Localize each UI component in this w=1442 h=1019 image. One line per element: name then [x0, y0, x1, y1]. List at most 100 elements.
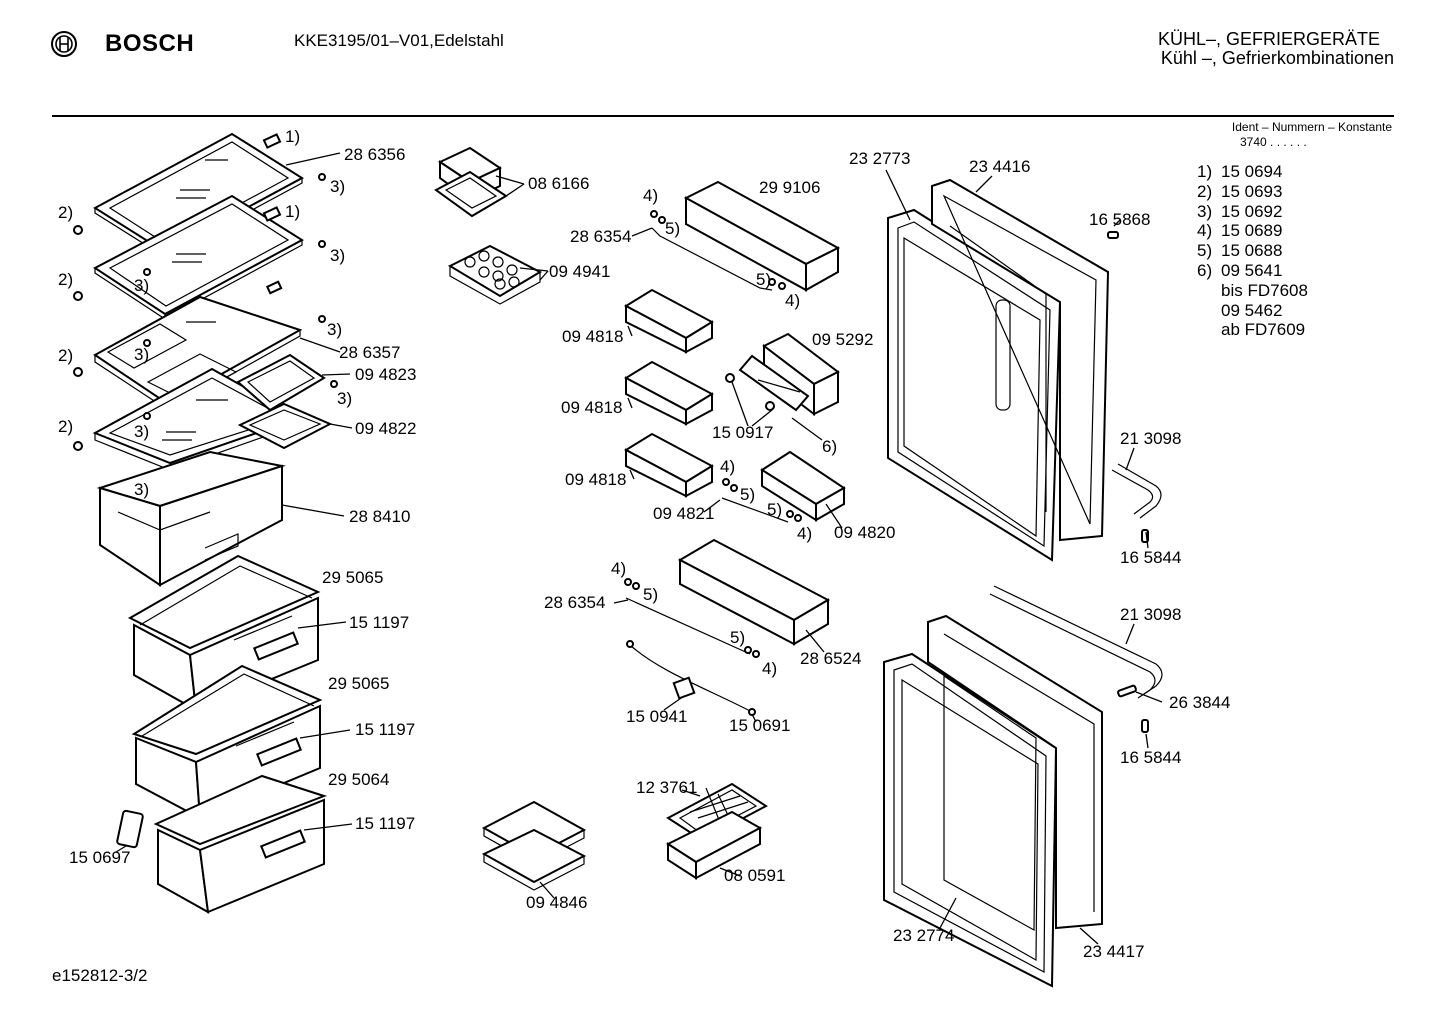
legend-row: 09 5462 — [1197, 301, 1308, 321]
part-callout: 15 1197 — [355, 814, 416, 833]
legend-value: 15 0693 — [1221, 181, 1283, 201]
door-shelf-small-3 — [626, 434, 712, 496]
ref-marker: 6) — [822, 437, 838, 456]
part-callout: 15 0917 — [712, 423, 774, 442]
bosch-logo-icon — [51, 31, 77, 57]
legend-key: 1) — [1197, 162, 1213, 181]
legend-row: 1) 15 0694 — [1197, 162, 1308, 182]
legend-key: 3) — [1197, 201, 1213, 221]
legend-row: bis FD7608 — [1197, 281, 1308, 301]
legend-key: 6) — [1197, 260, 1213, 280]
legend-value: 15 0688 — [1221, 241, 1283, 261]
part-callout: 09 4818 — [562, 327, 624, 346]
crisper-drawer-2 — [134, 666, 320, 818]
hinged-flap-unit — [740, 334, 838, 414]
part-callout: 09 4821 — [653, 504, 715, 523]
ref-marker: 4) — [797, 524, 813, 543]
fridge-door — [932, 180, 1108, 540]
half-shelf-insert — [238, 355, 330, 448]
door-shelf-small-2 — [626, 362, 712, 424]
legend-value: 09 5462 — [1221, 300, 1283, 320]
part-callout: 28 6354 — [570, 227, 632, 246]
ref-marker: 3) — [134, 345, 150, 364]
part-callout: 28 6357 — [339, 343, 401, 362]
part-callout: 29 5065 — [322, 568, 384, 587]
legend-value: bis FD7608 — [1221, 280, 1308, 300]
legend-key: 4) — [1197, 221, 1213, 241]
ref-marker: 3) — [327, 320, 343, 339]
door-shelf-top — [686, 182, 838, 290]
legend-row: 5) 15 0688 — [1197, 241, 1308, 261]
cold-accumulator — [484, 802, 584, 890]
part-callout: 28 8410 — [349, 507, 411, 526]
model-number: KKE3195/01–V01,Edelstahl — [294, 31, 504, 50]
part-callout: 15 0691 — [729, 716, 791, 735]
part-callout: 28 6524 — [800, 649, 862, 668]
ref-marker: 3) — [134, 480, 150, 499]
freezer-door-gasket — [884, 654, 1056, 986]
part-callout: 28 6354 — [544, 593, 606, 612]
part-callout: 15 0941 — [626, 707, 688, 726]
part-callout: 16 5844 — [1120, 748, 1182, 767]
legend-row: 2)15 0693 — [1197, 182, 1308, 202]
leader-lines — [116, 153, 1162, 944]
door-shelf-small-4 — [762, 452, 844, 520]
part-callout: 08 0591 — [724, 866, 786, 885]
ref-marker: 3) — [134, 422, 150, 441]
ident-label: Ident – Nummern – Konstante — [1231, 120, 1392, 134]
part-callout: 29 5064 — [328, 770, 390, 789]
part-callout: 09 4820 — [834, 523, 896, 542]
legend-value: 09 5641 — [1221, 260, 1283, 280]
ref-marker: 3) — [337, 389, 353, 408]
egg-tray — [450, 246, 540, 304]
part-callout: 21 3098 — [1120, 429, 1182, 448]
category-subtitle: Kühl –, Gefrierkombinationen — [1160, 48, 1394, 68]
header-divider — [52, 115, 1394, 117]
part-callout: 21 3098 — [1120, 605, 1182, 624]
legend-value: 15 0694 — [1221, 162, 1283, 181]
ref-marker: 1) — [285, 202, 301, 221]
brand-name: BOSCH — [105, 30, 195, 57]
legend-row: 4)15 0689 — [1197, 221, 1308, 241]
part-callout: 23 2774 — [893, 926, 955, 945]
part-callout: 23 4416 — [969, 157, 1031, 176]
ref-marker: 2) — [58, 270, 74, 289]
ice-cube-tray — [668, 784, 766, 878]
ref-marker: 3) — [330, 177, 346, 196]
ref-marker: 5) — [643, 585, 659, 604]
ref-marker: 4) — [720, 457, 736, 476]
drawer-seal — [117, 810, 144, 847]
chiller-drawer — [100, 452, 282, 585]
ref-marker: 5) — [730, 628, 746, 647]
legend-key: 5) — [1197, 241, 1213, 261]
part-callout: 09 4941 — [549, 262, 611, 281]
ref-marker: 4) — [611, 559, 627, 578]
ref-marker: 3) — [134, 276, 150, 295]
ref-marker: 2) — [58, 346, 74, 365]
shelf-clips — [74, 134, 337, 491]
part-callout: 15 0697 — [69, 848, 131, 867]
reference-legend: 1)15 0694 2)15 0693 3)15 0692 4)15 0689 … — [1197, 162, 1308, 340]
ref-marker: 5) — [767, 500, 783, 519]
ref-marker: 2) — [58, 203, 74, 222]
freezer-door — [928, 616, 1102, 928]
freezer-door-inner-panel — [944, 676, 1036, 930]
part-callout: 16 5844 — [1120, 548, 1182, 567]
part-callout: 08 6166 — [528, 174, 590, 193]
butter-box — [436, 148, 506, 216]
part-callout: 09 4822 — [355, 419, 417, 438]
fridge-door-gasket — [888, 210, 1060, 560]
part-callout: 28 6356 — [344, 145, 406, 164]
ref-marker: 4) — [643, 186, 659, 205]
part-callout: 16 5868 — [1089, 210, 1151, 229]
ref-marker: 5) — [665, 219, 681, 238]
category-title: KÜHL–, GEFRIERGERÄTE — [1157, 29, 1380, 49]
wire-hardware — [625, 211, 801, 715]
legend-value: 15 0692 — [1221, 201, 1283, 221]
ref-marker: 3) — [330, 246, 346, 265]
ref-marker: 4) — [762, 659, 778, 678]
door-shelf-small-1 — [626, 290, 712, 352]
ident-constant: 3740 . . . . . . — [1240, 135, 1307, 149]
legend-row: 6) 09 5641 — [1197, 261, 1308, 281]
